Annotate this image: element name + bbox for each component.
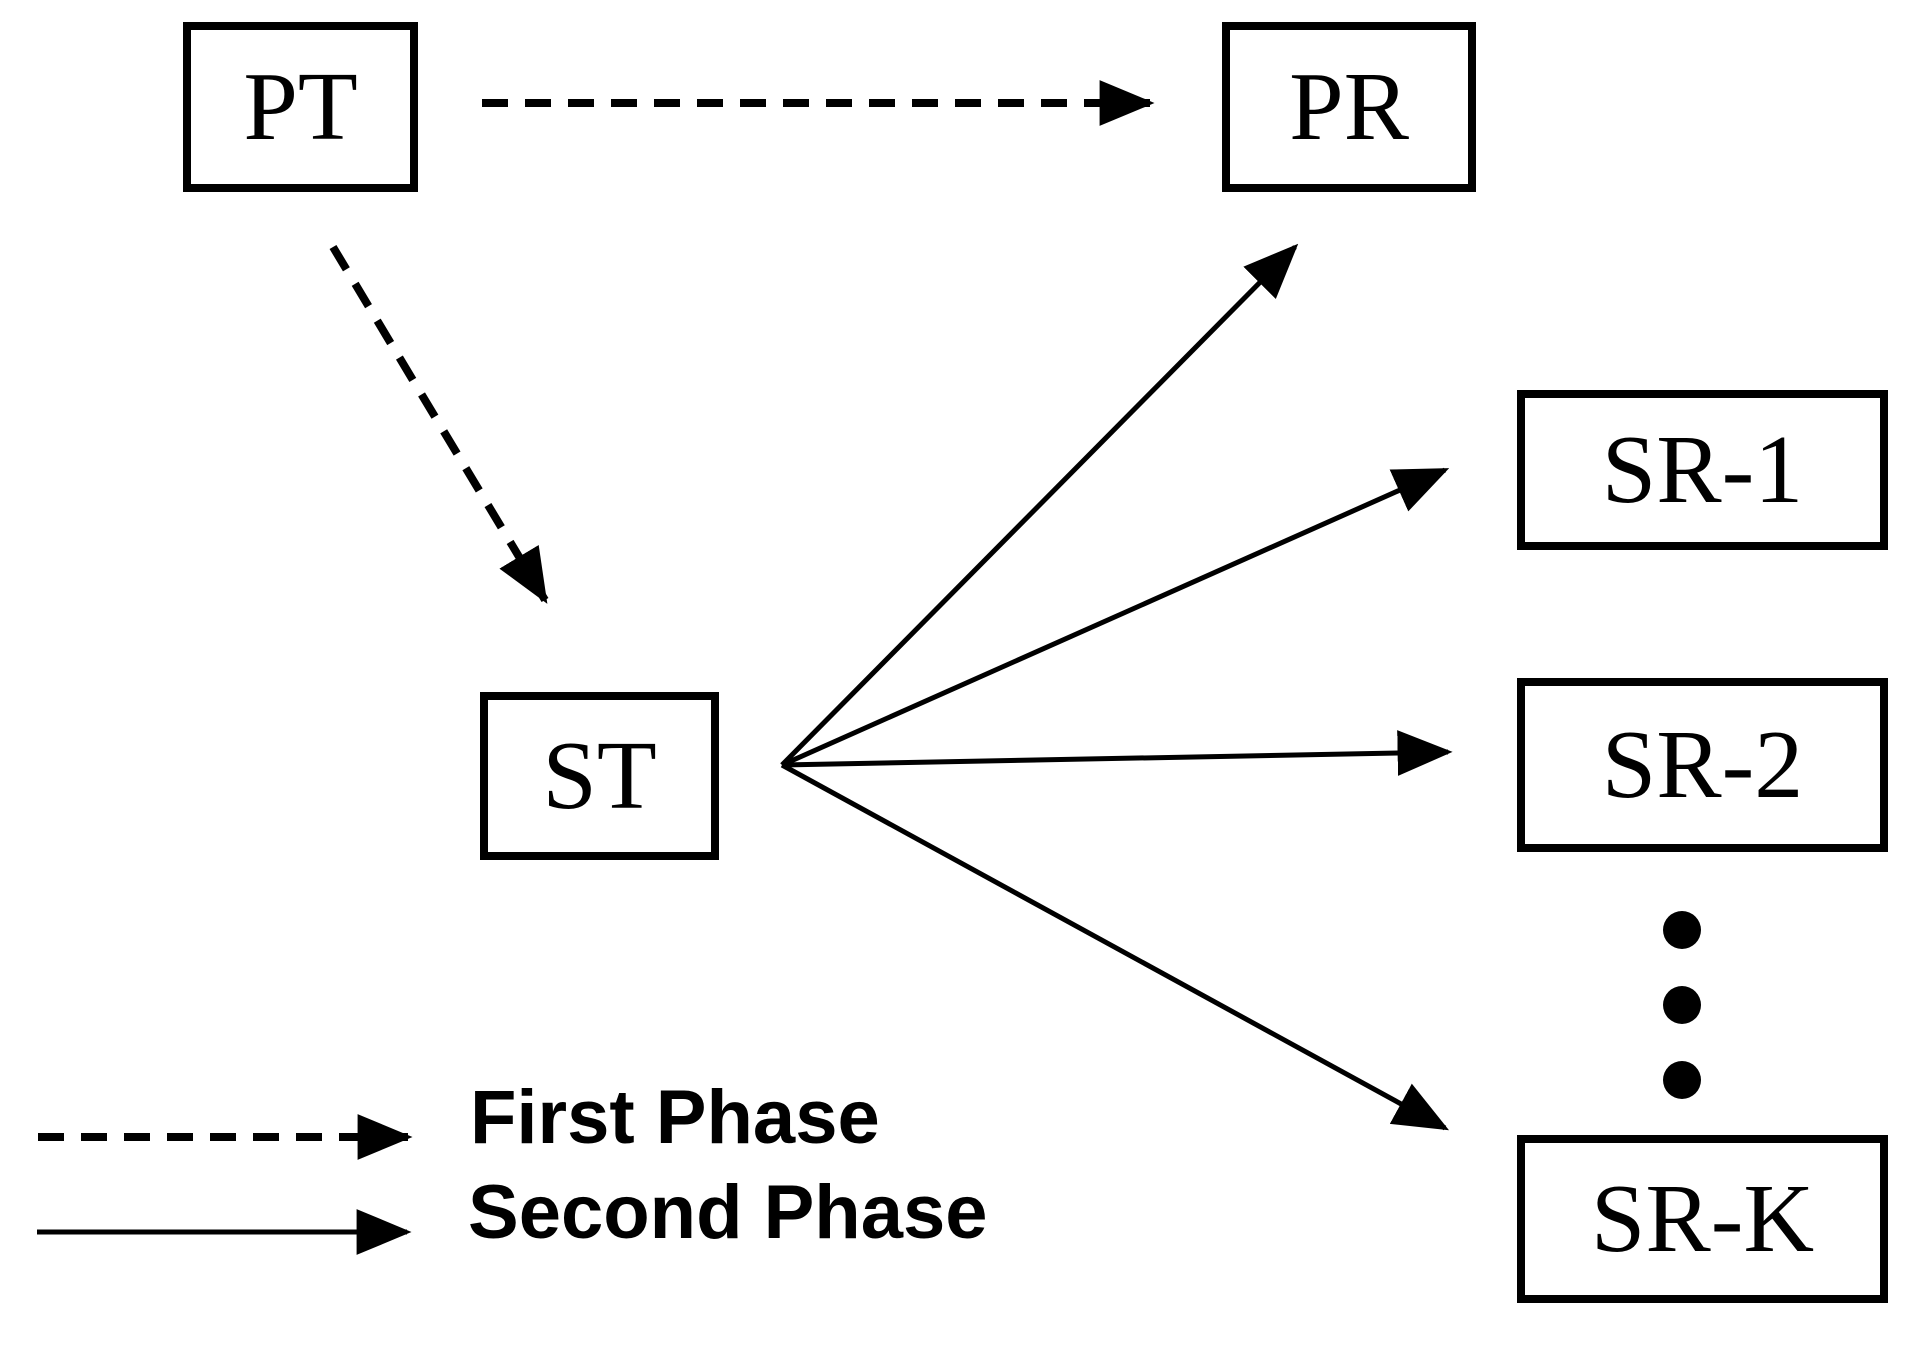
edge-st-to-sr1-solid-arrow — [780, 467, 1450, 768]
ellipsis-dot — [1663, 986, 1701, 1024]
node-sr-1: SR-1 — [1517, 390, 1888, 550]
node-sr-2: SR-2 — [1517, 678, 1888, 852]
ellipsis-dot — [1663, 1061, 1701, 1099]
legend-label-second-phase: Second Phase — [468, 1170, 988, 1255]
edge-st-to-pr-solid-arrow — [780, 243, 1299, 767]
node-pt: PT — [183, 22, 418, 192]
edge-st-to-sr2-solid-arrow — [781, 730, 1453, 776]
legend-label-first-phase: First Phase — [470, 1075, 880, 1160]
edge-st-to-srk-solid-arrow — [780, 762, 1450, 1131]
ellipsis-dot — [1663, 911, 1701, 949]
node-st: ST — [480, 692, 719, 860]
node-sr-k: SR-K — [1517, 1135, 1888, 1303]
edge-pt-to-st-dashed-arrow — [329, 244, 549, 604]
node-pr: PR — [1222, 22, 1476, 192]
